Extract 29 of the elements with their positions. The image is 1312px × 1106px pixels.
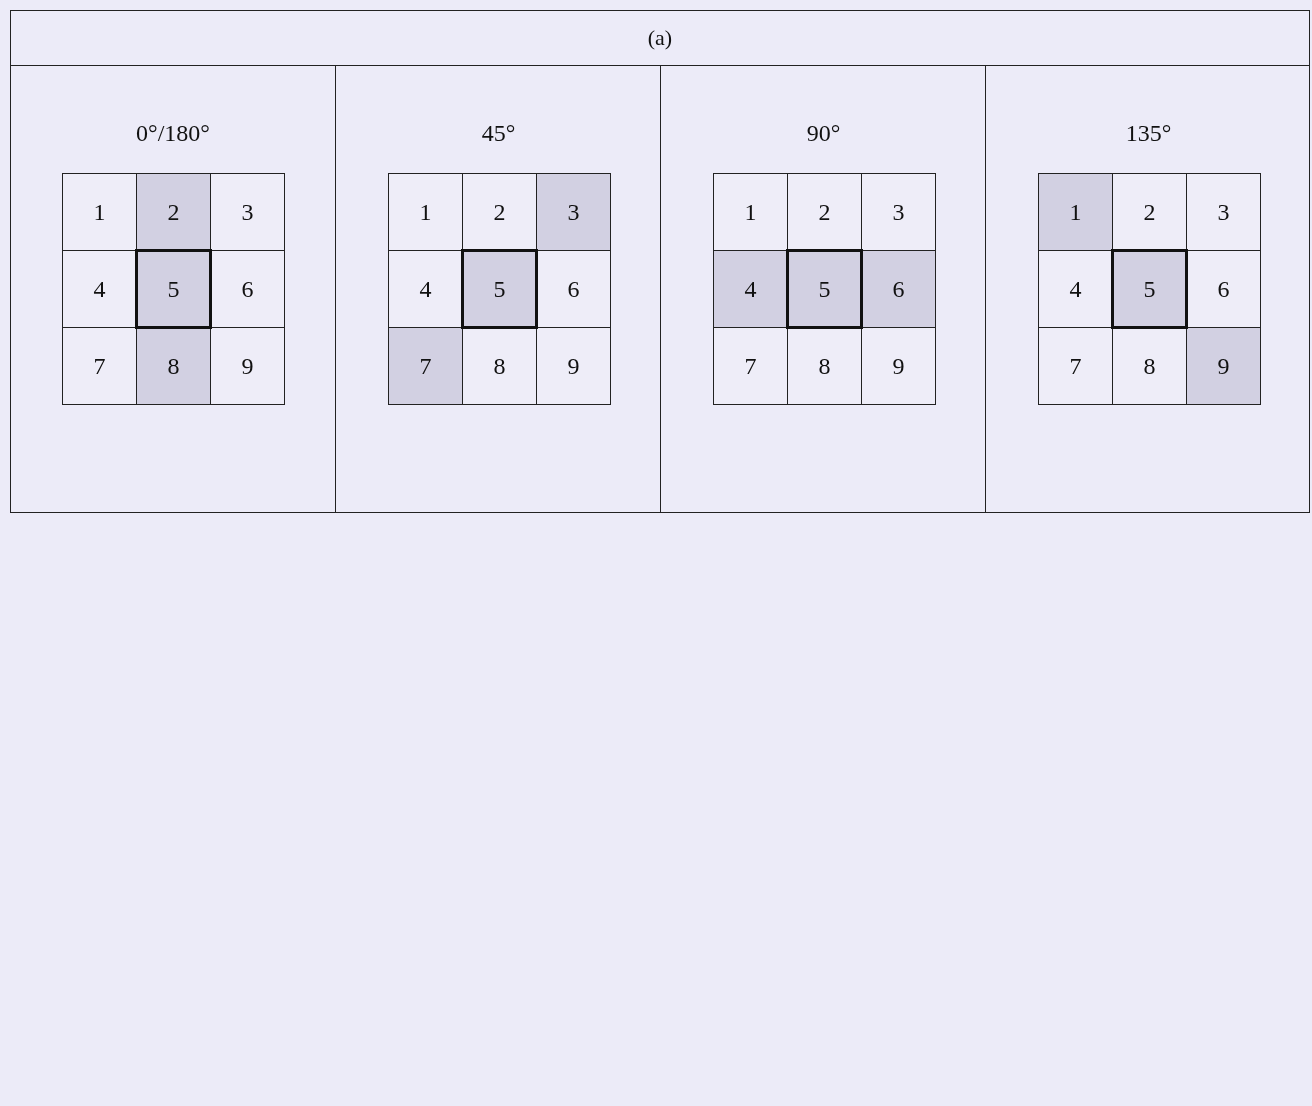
grid-cell: 7 bbox=[62, 327, 137, 405]
center-cell: 5 bbox=[461, 249, 538, 329]
grid-cell: 3 bbox=[861, 173, 936, 251]
angle-heading: 135° bbox=[1124, 120, 1173, 147]
figure-title: (a) bbox=[11, 11, 1309, 66]
shaded-cell: 2 bbox=[136, 173, 211, 251]
angle-heading: 90° bbox=[805, 120, 842, 147]
grid-cell: 9 bbox=[210, 327, 285, 405]
grid-cell: 9 bbox=[861, 327, 936, 405]
center-cell: 5 bbox=[786, 249, 863, 329]
center-cell: 5 bbox=[1111, 249, 1188, 329]
grid-cell: 7 bbox=[713, 327, 788, 405]
shaded-cell: 9 bbox=[1186, 327, 1261, 405]
grid-cell: 7 bbox=[1038, 327, 1113, 405]
grid-cell: 1 bbox=[62, 173, 137, 251]
grid-cell: 1 bbox=[713, 173, 788, 251]
angle-heading: 0°/180° bbox=[135, 120, 211, 147]
grid-cell: 3 bbox=[210, 173, 285, 251]
center-cell: 5 bbox=[135, 249, 212, 329]
grid-cell: 9 bbox=[536, 327, 611, 405]
grid-cell: 1 bbox=[388, 173, 463, 251]
grid-cell: 3 bbox=[1186, 173, 1261, 251]
shaded-cell: 7 bbox=[388, 327, 463, 405]
shaded-cell: 4 bbox=[713, 250, 788, 328]
shaded-cell: 3 bbox=[536, 173, 611, 251]
angle-heading: 45° bbox=[480, 120, 517, 147]
shaded-cell: 1 bbox=[1038, 173, 1113, 251]
shaded-cell: 6 bbox=[861, 250, 936, 328]
shaded-cell: 8 bbox=[136, 327, 211, 405]
